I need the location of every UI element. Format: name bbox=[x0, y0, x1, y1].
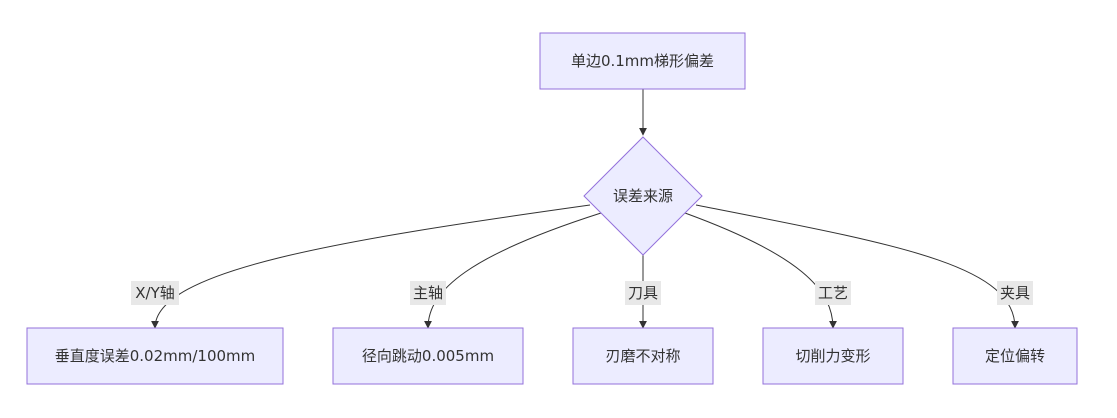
edge-labels: X/Y轴 主轴 刀具 工艺 夹具 bbox=[131, 281, 1033, 305]
node-grinding-asymmetry: 刃磨不对称 bbox=[572, 327, 714, 385]
edge-decision-to-n1 bbox=[151, 204, 591, 329]
node-decision: 误差来源 bbox=[583, 136, 703, 256]
node-cutting-force-deformation-label: 切削力变形 bbox=[795, 347, 870, 365]
edge-label-process: 工艺 bbox=[815, 281, 851, 305]
edge-label-tool: 刀具 bbox=[625, 281, 661, 305]
edge-label-tool-text: 刀具 bbox=[628, 284, 658, 302]
nodes: 单边0.1mm梯形偏差 误差来源 垂直度误差0.02mm/100mm 径向跳动0… bbox=[26, 32, 1078, 385]
node-radial-runout: 径向跳动0.005mm bbox=[332, 327, 524, 385]
node-positioning-deflection-label: 定位偏转 bbox=[985, 347, 1045, 365]
edge-label-process-text: 工艺 bbox=[818, 284, 848, 302]
edge-decision-to-n2 bbox=[424, 212, 602, 329]
edge-label-spindle-text: 主轴 bbox=[413, 284, 443, 302]
edge-label-xy-axis: X/Y轴 bbox=[131, 281, 179, 305]
edges bbox=[151, 89, 1019, 329]
node-top-label: 单边0.1mm梯形偏差 bbox=[571, 52, 714, 70]
node-perpendicularity-error-label: 垂直度误差0.02mm/100mm bbox=[55, 347, 256, 365]
node-decision-label: 误差来源 bbox=[613, 187, 673, 205]
edge-decision-to-n5 bbox=[695, 204, 1019, 329]
edge-label-fixture-text: 夹具 bbox=[1000, 284, 1030, 302]
node-perpendicularity-error: 垂直度误差0.02mm/100mm bbox=[26, 327, 284, 385]
node-radial-runout-label: 径向跳动0.005mm bbox=[362, 347, 494, 365]
node-cutting-force-deformation: 切削力变形 bbox=[762, 327, 904, 385]
node-top: 单边0.1mm梯形偏差 bbox=[539, 32, 746, 90]
edge-label-spindle: 主轴 bbox=[410, 281, 446, 305]
node-positioning-deflection: 定位偏转 bbox=[952, 327, 1078, 385]
edge-label-fixture: 夹具 bbox=[997, 281, 1033, 305]
node-grinding-asymmetry-label: 刃磨不对称 bbox=[605, 347, 680, 365]
edge-label-xy-axis-text: X/Y轴 bbox=[135, 284, 175, 302]
edge-decision-to-n4 bbox=[684, 212, 837, 329]
